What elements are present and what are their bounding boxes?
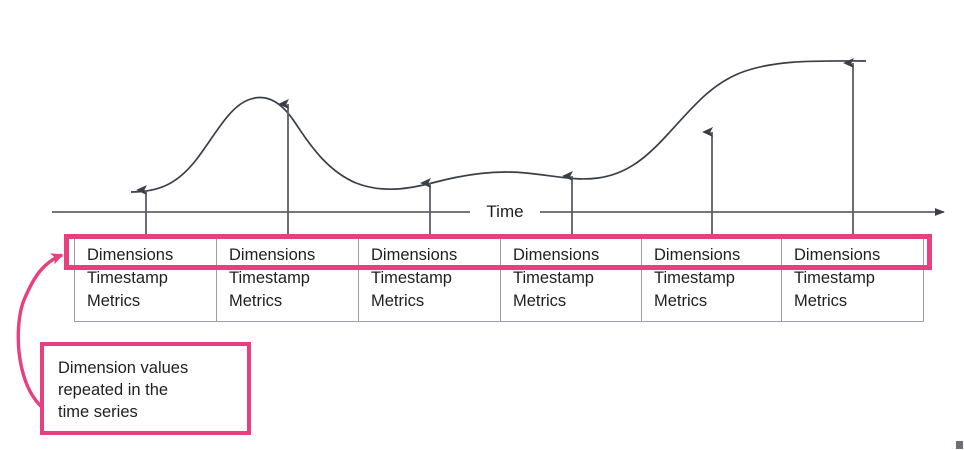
callout-line-3: time series [58, 403, 138, 421]
record-field-dimensions: Dimensions [371, 246, 458, 264]
callout-line-2: repeated in the [58, 381, 169, 399]
record-field-timestamp: Timestamp [654, 269, 735, 287]
record-field-timestamp: Timestamp [794, 269, 875, 287]
record-field-timestamp: Timestamp [371, 269, 452, 287]
record-box[interactable]: Dimensions Timestamp Metrics [641, 237, 784, 322]
record-field-dimensions: Dimensions [87, 246, 174, 264]
callout-note: Dimension values repeated in the time se… [40, 342, 251, 435]
record-field-metrics: Metrics [229, 292, 283, 310]
record-field-timestamp: Timestamp [229, 269, 310, 287]
corner-artifact [956, 441, 963, 449]
axis-label-time: Time [470, 202, 540, 222]
record-field-dimensions: Dimensions [794, 246, 881, 264]
record-box[interactable]: Dimensions Timestamp Metrics [216, 237, 359, 322]
callout-line-1: Dimension values [58, 359, 189, 377]
record-field-metrics: Metrics [87, 292, 141, 310]
timeseries-curve [130, 60, 867, 193]
record-field-dimensions: Dimensions [229, 246, 316, 264]
record-field-metrics: Metrics [654, 292, 708, 310]
record-field-metrics: Metrics [371, 292, 425, 310]
record-box[interactable]: Dimensions Timestamp Metrics [358, 237, 501, 322]
record-field-timestamp: Timestamp [513, 269, 594, 287]
record-box[interactable]: Dimensions Timestamp Metrics [781, 237, 924, 322]
record-box[interactable]: Dimensions Timestamp Metrics [74, 237, 217, 322]
record-field-dimensions: Dimensions [654, 246, 741, 264]
curved-arrow-icon [16, 253, 65, 420]
record-field-metrics: Metrics [513, 292, 567, 310]
record-field-metrics: Metrics [794, 292, 848, 310]
record-box[interactable]: Dimensions Timestamp Metrics [500, 237, 643, 322]
record-field-dimensions: Dimensions [513, 246, 600, 264]
record-field-timestamp: Timestamp [87, 269, 168, 287]
